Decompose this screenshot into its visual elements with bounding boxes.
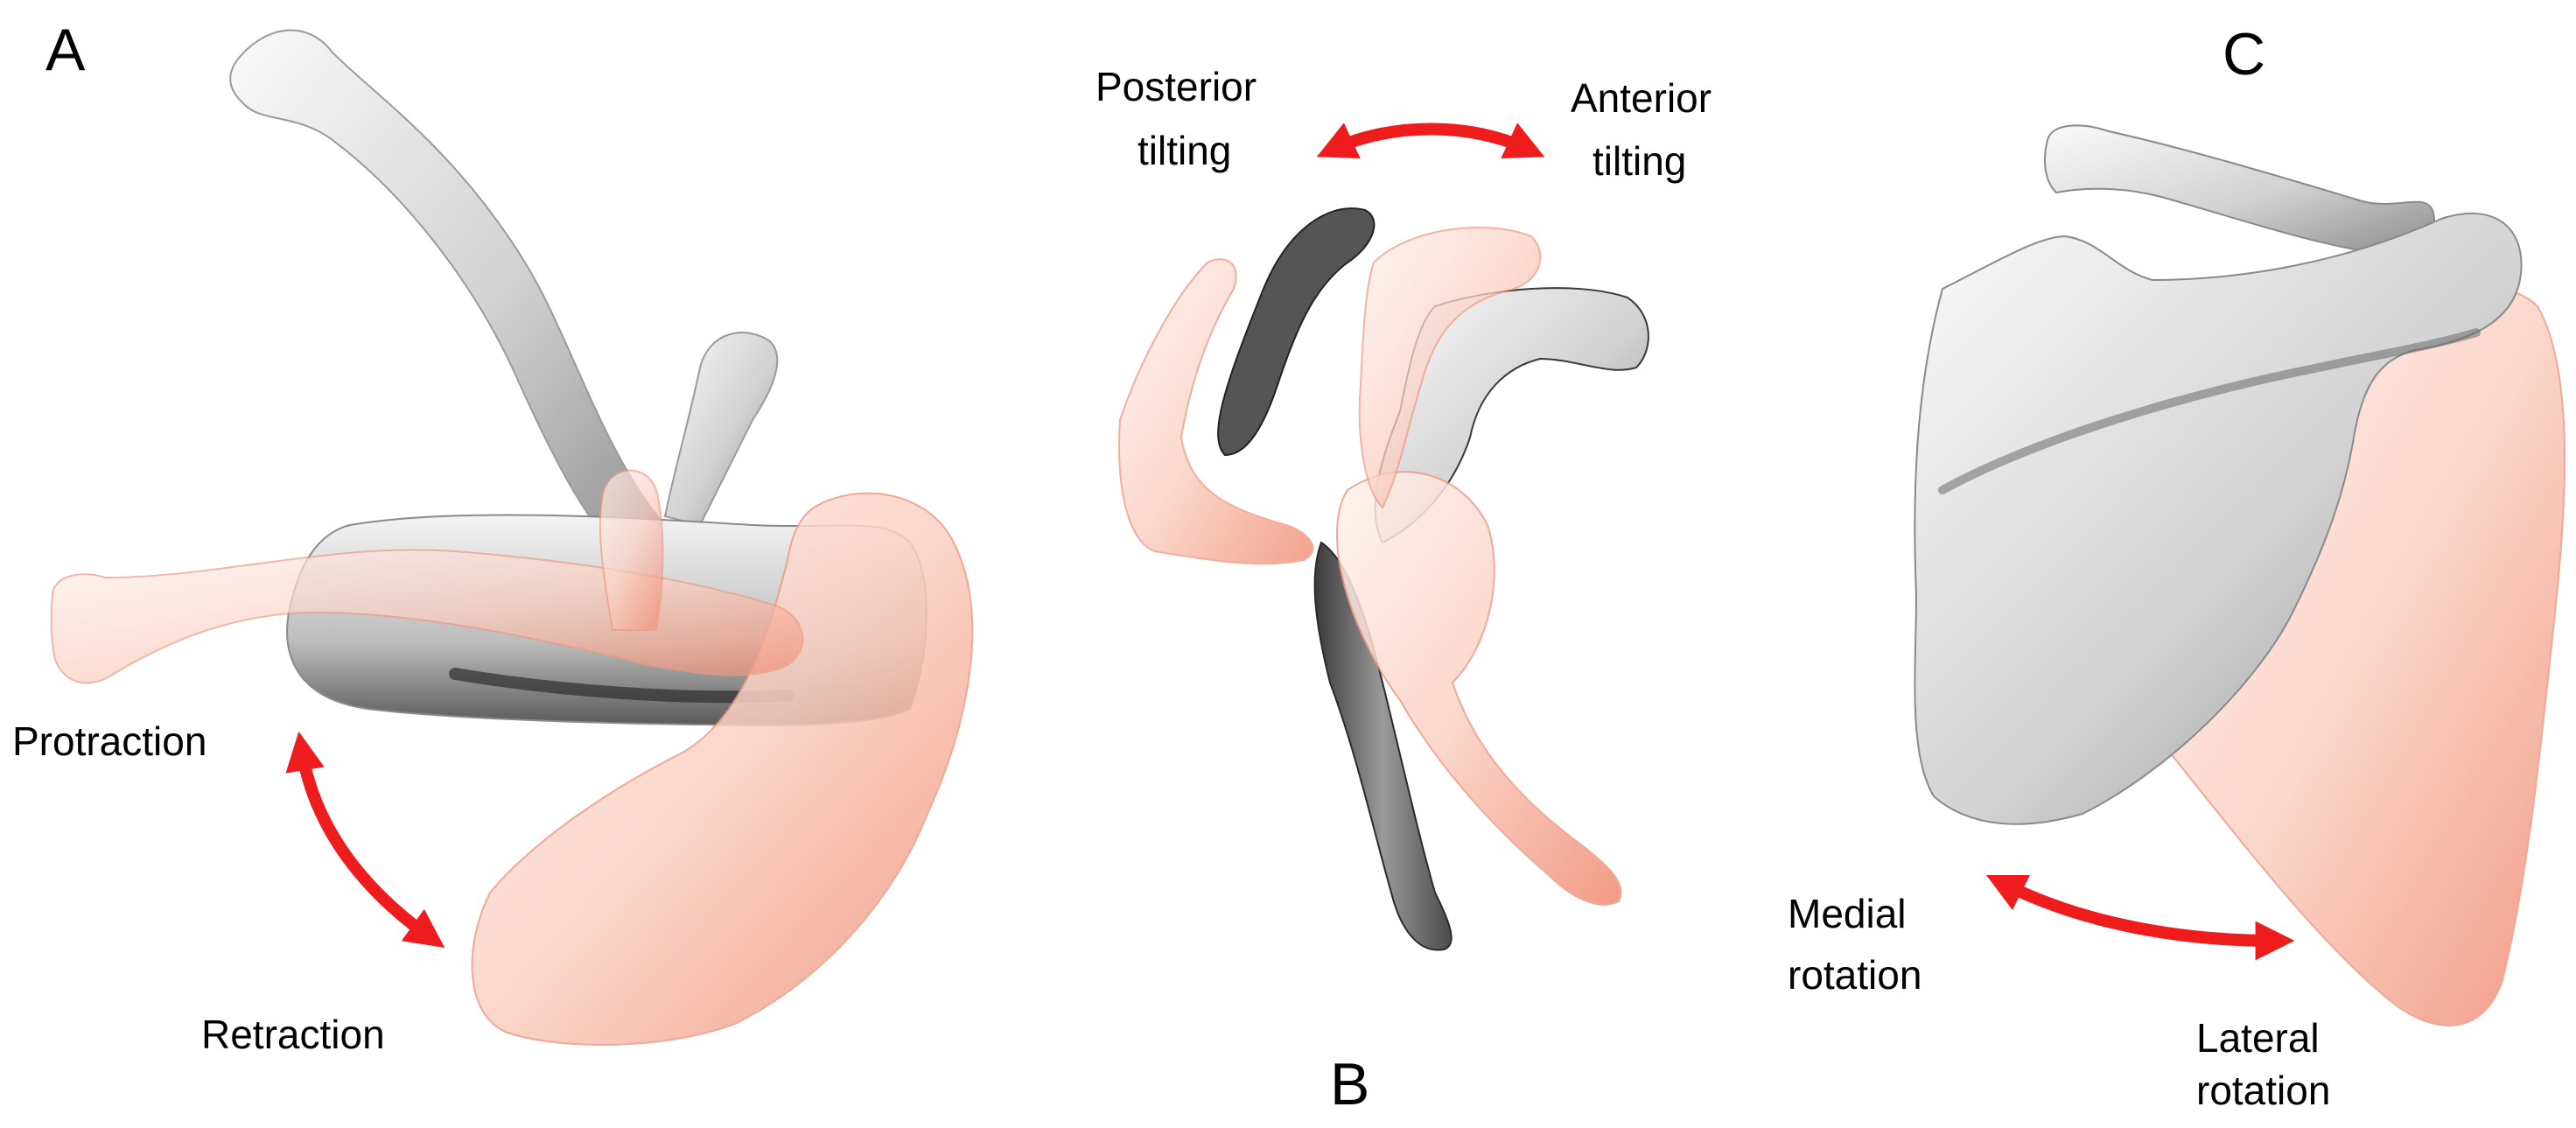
label-protraction: Protraction (12, 718, 206, 764)
label-anterior: Anterior (1571, 75, 1712, 121)
panel-a-coracoid-pink (598, 469, 664, 631)
panel-b-coracoid-dark (1217, 207, 1376, 457)
panel-b-scapula-dark (1313, 541, 1452, 951)
panel-b: B Posterior tilting Anterior tilting (1096, 64, 1712, 1117)
label-anterior-tilting: tilting (1592, 138, 1686, 184)
panel-c-spine-shadow (1938, 328, 2481, 494)
panel-c-motion-arrow (1985, 874, 2295, 961)
panel-c: C Medial rotation Lateral rotation (1788, 21, 2566, 1113)
panel-a-coracoid-gray (663, 332, 779, 527)
panel-a: A Protraction Retraction (12, 17, 974, 1057)
panel-c-clavicle-gray (2044, 124, 2435, 256)
label-retraction: Retraction (201, 1012, 385, 1057)
panel-b-coracoid-pink (1118, 258, 1314, 565)
label-posterior-tilting: tilting (1138, 128, 1231, 173)
panel-a-motion-arrow (285, 731, 445, 949)
panel-b-letter: B (1330, 1051, 1369, 1117)
label-medial: Medial (1788, 891, 1907, 936)
panel-b-motion-arrow (1316, 123, 1545, 158)
label-posterior: Posterior (1096, 64, 1256, 109)
panel-a-scapula-pink (471, 492, 974, 1046)
panel-b-acromion-pink (1358, 227, 1542, 509)
label-lateral: Lateral (2196, 1015, 2320, 1061)
panel-a-letter: A (46, 17, 86, 83)
label-medial-rotation: rotation (1788, 952, 1922, 998)
panel-c-scapula-gray (1914, 212, 2523, 825)
label-lateral-rotation: rotation (2196, 1068, 2330, 1113)
panel-c-letter: C (2222, 21, 2265, 88)
panel-b-scapula-pink (1336, 471, 1622, 906)
